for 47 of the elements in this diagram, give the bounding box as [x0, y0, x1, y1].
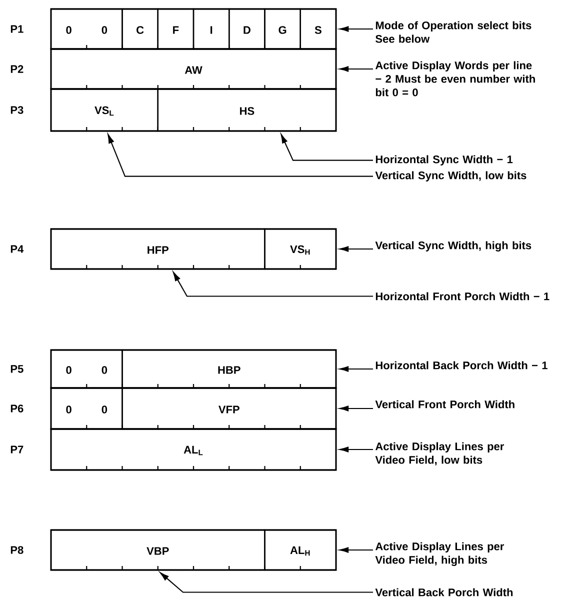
arrow [339, 547, 373, 553]
leader-line [108, 134, 373, 177]
description-text: Vertical Sync Width, high bits [375, 241, 532, 252]
description-text: Vertical Back Porch Width [375, 588, 513, 596]
bit-field: 0 0 [50, 8, 123, 50]
bit-field: S [300, 8, 337, 50]
leader-line [280, 134, 373, 161]
bit-field: VS$_{L}$ [50, 88, 158, 132]
description-text: Active Display Words per line − 2 Must be even number with bit 0 = 0 [375, 61, 535, 96]
description-text: Vertical Front Porch Width [375, 400, 514, 408]
register-label: P8 [10, 546, 24, 554]
description-text: Mode of Operation select bits See below [376, 21, 532, 43]
leader-line [172, 272, 373, 297]
bit-field: VBP [50, 529, 266, 571]
arrow [339, 446, 373, 452]
description-text: Horizontal Front Porch Width − 1 [376, 292, 550, 300]
arrow [339, 406, 373, 412]
bit-field: VFP [122, 387, 337, 430]
leader-line [160, 572, 373, 593]
bit-field: F [157, 8, 194, 50]
description-text: Active Display Lines per Video Field, high bits [375, 542, 504, 566]
arrow [340, 26, 373, 32]
register-label: P2 [10, 65, 24, 73]
register-label: P3 [10, 106, 24, 114]
register-label: P6 [10, 404, 24, 412]
register-label: P7 [10, 446, 24, 454]
bit-field: D [228, 8, 266, 50]
register-label: P4 [10, 245, 24, 253]
bit-field: AL$_{H}$ [264, 529, 337, 571]
bit-field: HBP [122, 349, 337, 389]
bit-field: I [192, 8, 230, 50]
description-text: Horizontal Sync Width − 1 [376, 155, 513, 166]
bit-field: 0 0 [50, 387, 123, 430]
description-text: Horizontal Back Porch Width − 1 [376, 361, 548, 370]
bit-field: HFP [50, 228, 266, 270]
arrow [339, 366, 373, 372]
bit-field: G [264, 8, 301, 50]
bit-field: HS [157, 88, 337, 132]
arrow [339, 246, 373, 252]
register-label: P5 [10, 365, 24, 373]
bit-field: C [122, 8, 158, 50]
arrow [339, 66, 373, 72]
description-text: Active Display Lines per Video Field, low bits [375, 442, 504, 466]
description-text: Vertical Sync Width, low bits [375, 171, 526, 182]
bit-field: VS$_{H}$ [264, 228, 337, 270]
register-label: P1 [10, 25, 24, 33]
bit-field: 0 0 [50, 349, 123, 389]
